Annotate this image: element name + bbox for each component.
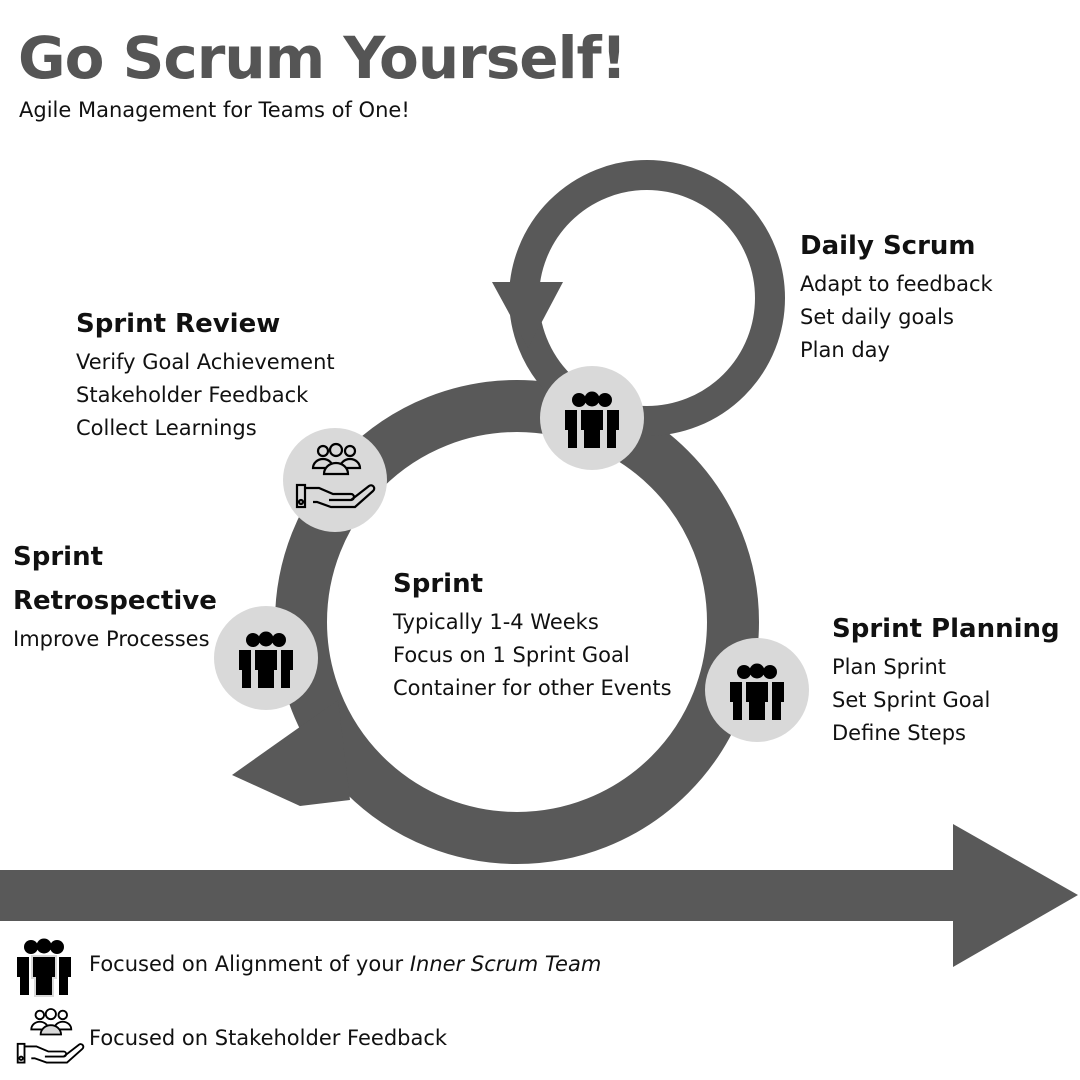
- daily-scrum-item: Adapt to feedback: [800, 272, 993, 296]
- sprint-retrospective-title-line1: Sprint: [13, 542, 104, 572]
- sprint-retrospective-item: Improve Processes: [13, 627, 210, 651]
- sprint-item: Focus on 1 Sprint Goal: [393, 643, 630, 667]
- sprint-block: Sprint Typically 1-4 Weeks Focus on 1 Sp…: [393, 562, 672, 705]
- sprint-item: Container for other Events: [393, 676, 672, 700]
- sprint-review-item: Collect Learnings: [76, 416, 257, 440]
- sprint-review-block: Sprint Review Verify Goal Achievement St…: [76, 302, 335, 445]
- sprint-title: Sprint: [393, 569, 484, 599]
- legend-team: Focused on Alignment of your Inner Scrum…: [89, 952, 601, 976]
- sprint-planning-block: Sprint Planning Plan Sprint Set Sprint G…: [832, 607, 1060, 750]
- page-subtitle: Agile Management for Teams of One!: [19, 98, 410, 122]
- timeline-arrowhead: [953, 824, 1078, 967]
- sprint-retrospective-team-icon: [214, 606, 318, 710]
- sprint-review-item: Verify Goal Achievement: [76, 350, 335, 374]
- legend-team-emphasis: Inner Scrum Team: [409, 952, 602, 976]
- sprint-planning-item: Set Sprint Goal: [832, 688, 991, 712]
- sprint-planning-team-icon: [705, 638, 809, 742]
- page-title: Go Scrum Yourself!: [18, 24, 627, 92]
- daily-scrum-item: Set daily goals: [800, 305, 954, 329]
- legend-stakeholder: Focused on Stakeholder Feedback: [89, 1026, 448, 1050]
- sprint-planning-title: Sprint Planning: [832, 614, 1060, 644]
- timeline-arrow-shaft: [0, 870, 956, 921]
- sprint-review-item: Stakeholder Feedback: [76, 383, 309, 407]
- daily-cycle-arrowhead: [492, 282, 563, 348]
- daily-scrum-title: Daily Scrum: [800, 231, 976, 261]
- sprint-item: Typically 1-4 Weeks: [393, 610, 599, 634]
- daily-scrum-block: Daily Scrum Adapt to feedback Set daily …: [800, 224, 993, 367]
- sprint-retrospective-title-line2: Retrospective: [13, 586, 217, 616]
- sprint-review-title: Sprint Review: [76, 309, 281, 339]
- legend-stakeholder-hand-icon: [16, 1008, 85, 1064]
- sprint-review-stakeholder-hand-icon: [283, 428, 387, 532]
- sprint-planning-item: Plan Sprint: [832, 655, 947, 679]
- daily-scrum-item: Plan day: [800, 338, 890, 362]
- sprint-planning-item: Define Steps: [832, 721, 966, 745]
- sprint-retrospective-block: Sprint Retrospective Improve Processes: [13, 535, 217, 656]
- legend-team-icon: [16, 937, 72, 997]
- daily-scrum-team-icon: [540, 366, 644, 470]
- sprint-cycle-arrowhead: [232, 700, 350, 806]
- legend-team-text: Focused on Alignment of your: [89, 952, 410, 976]
